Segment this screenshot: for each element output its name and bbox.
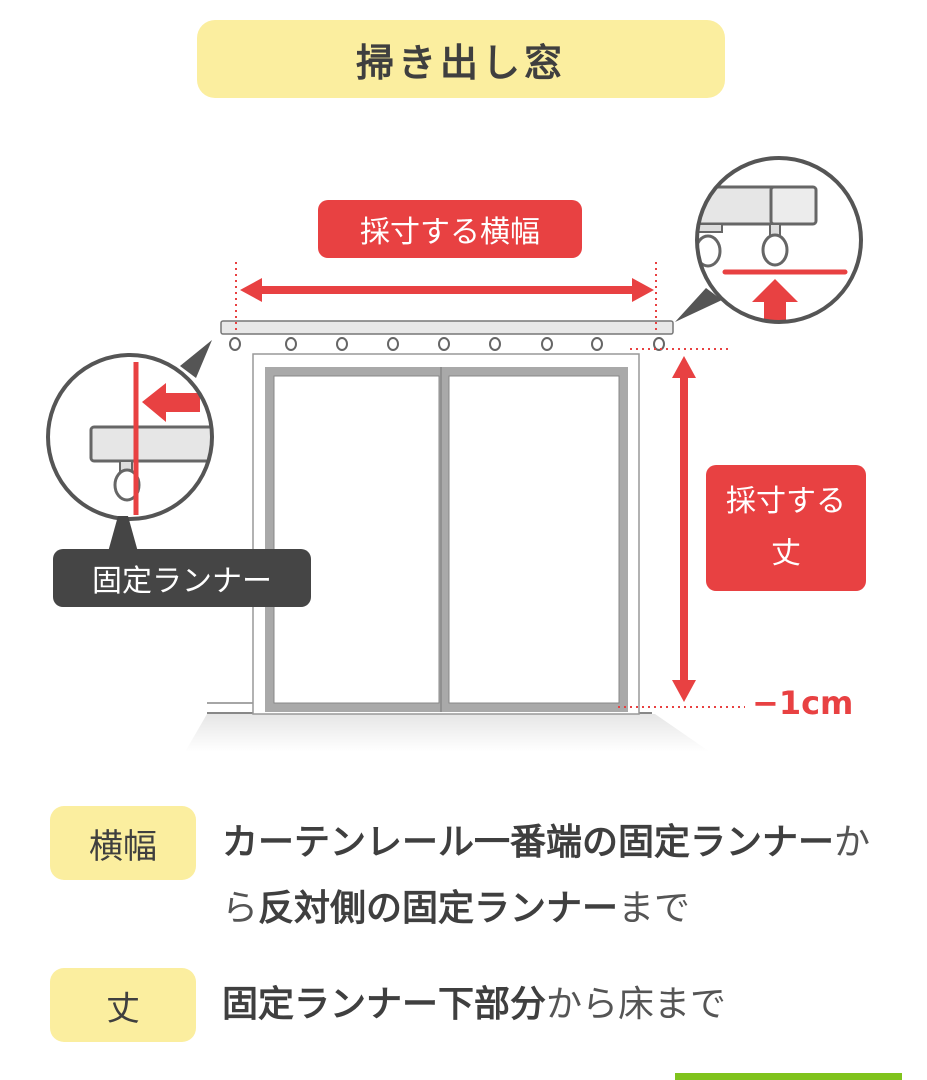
height-desc-part-1: 固定ランナー下部分 [222,984,547,1025]
left-runner-zoom-callout [46,340,214,552]
width-desc-part-1: カーテンレール一番端の固定ランナー [222,822,835,863]
legend-row-width: 横幅 カーテンレール一番端の固定ランナーから反対側の固定ランナーまで [50,806,880,942]
window-frame [252,353,640,715]
height-label-line2: 丈 [771,536,801,571]
width-desc-part-2: から [222,822,871,929]
height-dimension-arrow [618,348,745,708]
curtain-rail [220,320,674,351]
width-measurement-label: 採寸する横幅 [318,200,582,258]
width-dimension-arrow [235,262,657,330]
fixed-runner-label: 固定ランナー [53,549,311,607]
height-description: 固定ランナー下部分から床まで [222,972,726,1042]
width-description: カーテンレール一番端の固定ランナーから反対側の固定ランナーまで [222,810,880,942]
width-desc-part-4: まで [618,888,691,929]
legend-row-height: 丈 固定ランナー下部分から床まで [50,968,880,1042]
height-label-line1: 採寸する [726,484,846,519]
height-desc-part-2: から床まで [546,984,727,1025]
width-desc-part-3: 反対側の固定ランナー [258,888,619,929]
height-tag: 丈 [50,968,196,1042]
right-runner-zoom-callout [675,156,863,324]
width-tag: 横幅 [50,806,196,880]
bottom-green-button-edge[interactable] [675,1073,902,1080]
minus-1cm-label: −1cm [752,684,854,722]
height-measurement-label: 採寸する 丈 [706,465,866,591]
page-title: 掃き出し窓 [197,20,725,98]
